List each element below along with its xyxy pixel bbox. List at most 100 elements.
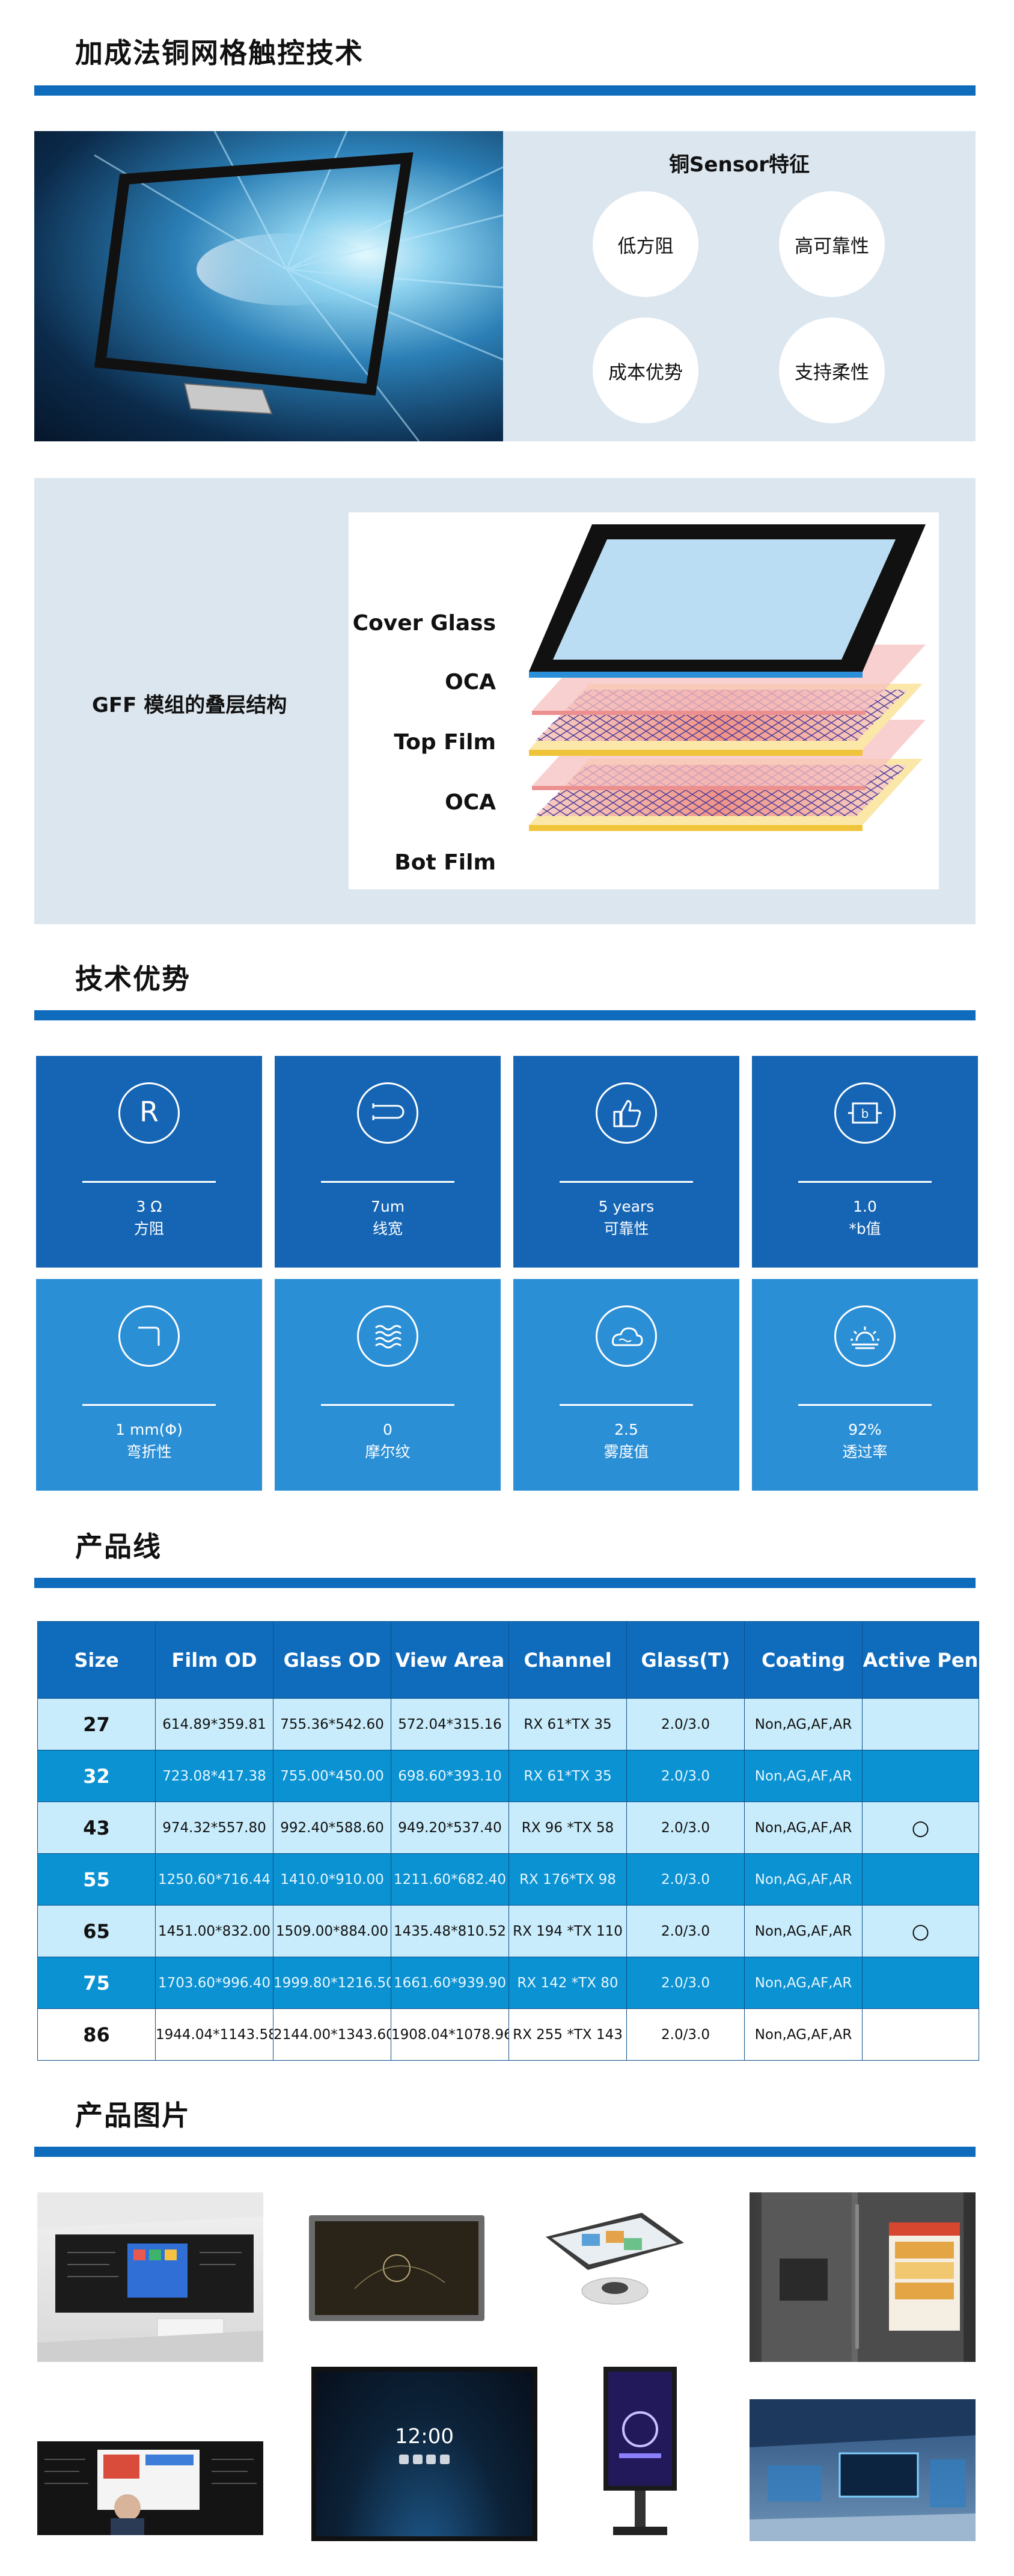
table-row: 86 1944.04*1143.58 2144.00*1343.60 1908.… <box>37 2008 979 2061</box>
table-header-row: Size Film OD Glass OD View Area Channel … <box>37 1621 979 1699</box>
tile-divider <box>82 1181 216 1183</box>
cell-glass-thickness: 2.0/3.0 <box>626 2008 745 2061</box>
app-icon <box>412 2455 423 2464</box>
tile-haze: 2.5 雾度值 <box>513 1279 739 1491</box>
app-icon <box>426 2455 436 2464</box>
cell-size: 32 <box>37 1750 156 1802</box>
cell-size: 65 <box>37 1905 156 1957</box>
thumbs-up-icon <box>596 1082 657 1144</box>
cell-coating: Non,AG,AF,AR <box>744 2008 863 2061</box>
cell-view-area: 1435.48*810.52 <box>391 1905 509 1957</box>
col-size: Size <box>37 1621 156 1699</box>
section-divider <box>34 1578 976 1588</box>
tile-b-value: b 1.0 *b值 <box>752 1056 978 1268</box>
cell-channel: RX 142 *TX 80 <box>509 1957 627 2009</box>
haze-cloud-icon <box>596 1305 657 1367</box>
sun-transmittance-icon <box>834 1305 896 1367</box>
cell-channel: RX 255 *TX 143 <box>509 2008 627 2061</box>
cell-film-od: 1250.60*716.44 <box>155 1853 273 1906</box>
cell-active-pen: ○ <box>862 1905 979 1957</box>
tile-divider <box>82 1404 216 1406</box>
b-value-icon: b <box>834 1082 896 1144</box>
cell-film-od: 1703.60*996.40 <box>155 1957 273 2009</box>
table-row: 32 723.08*417.38 755.00*450.00 698.60*39… <box>37 1750 979 1802</box>
tile-label: 雾度值 <box>603 1443 649 1461</box>
moire-waves-icon <box>357 1305 418 1367</box>
feature-low-resistance: 低方阻 <box>593 191 698 297</box>
cell-glass-thickness: 2.0/3.0 <box>626 1750 745 1802</box>
tile-transmittance: 92% 透过率 <box>752 1279 978 1491</box>
cell-channel: RX 61*TX 35 <box>509 1750 627 1802</box>
table-row: 65 1451.00*832.00 1509.00*884.00 1435.48… <box>37 1905 979 1957</box>
cell-view-area: 1908.04*1078.96 <box>391 2008 509 2061</box>
cell-active-pen <box>862 1750 979 1802</box>
cell-glass-thickness: 2.0/3.0 <box>626 1905 745 1957</box>
cell-glass-od: 755.00*450.00 <box>273 1750 391 1802</box>
cell-coating: Non,AG,AF,AR <box>744 1698 863 1750</box>
col-glass-thickness: Glass(T) <box>626 1621 745 1699</box>
col-active-pen: Active Pen <box>862 1621 979 1699</box>
cell-film-od: 723.08*417.38 <box>155 1750 273 1802</box>
tile-label: 弯折性 <box>126 1443 172 1461</box>
col-glass-od: Glass OD <box>273 1621 391 1699</box>
cell-glass-od: 2144.00*1343.60 <box>273 2008 391 2061</box>
cell-film-od: 1944.04*1143.58 <box>155 2008 273 2061</box>
section-title-product-photos: 产品图片 <box>75 2099 191 2132</box>
cell-view-area: 698.60*393.10 <box>391 1750 509 1802</box>
tile-value: 1.0 <box>853 1198 877 1215</box>
section-title-product-line: 产品线 <box>75 1530 162 1563</box>
tile-value: 0 <box>383 1421 392 1438</box>
cell-coating: Non,AG,AF,AR <box>744 1802 863 1854</box>
cell-active-pen <box>862 2008 979 2061</box>
cell-size: 55 <box>37 1853 156 1906</box>
product-photo-showroom <box>750 2399 976 2541</box>
cell-active-pen <box>862 1698 979 1750</box>
stack-structure-label: GFF 模组的叠层结构 <box>92 693 287 717</box>
cell-active-pen <box>862 1853 979 1906</box>
product-photo-clock-display: 12:00 <box>311 2367 537 2541</box>
cell-active-pen <box>862 1957 979 2009</box>
display-screen <box>316 2372 533 2536</box>
product-photo-table-display <box>534 2201 696 2309</box>
cell-size: 43 <box>37 1802 156 1854</box>
product-photo-kiosk <box>595 2363 685 2544</box>
col-film-od: Film OD <box>155 1621 273 1699</box>
layer-oca-bottom: OCA <box>445 790 496 815</box>
tile-divider <box>321 1404 454 1406</box>
tile-divider <box>560 1181 693 1183</box>
tile-sheet-resistance: R 3 Ω 方阻 <box>36 1056 262 1268</box>
product-spec-table: Size Film OD Glass OD View Area Channel … <box>37 1621 979 2061</box>
col-coating: Coating <box>744 1621 863 1699</box>
tile-moire: 0 摩尔纹 <box>275 1279 501 1491</box>
cell-glass-thickness: 2.0/3.0 <box>626 1802 745 1854</box>
cell-view-area: 949.20*537.40 <box>391 1802 509 1854</box>
tile-value: 5 years <box>598 1198 655 1215</box>
touch-display-image <box>34 131 503 441</box>
cell-glass-thickness: 2.0/3.0 <box>626 1957 745 2009</box>
cell-size: 86 <box>37 2008 156 2061</box>
tile-divider <box>560 1404 693 1406</box>
product-photo-smart-fridge <box>750 2192 976 2362</box>
cell-view-area: 572.04*315.16 <box>391 1698 509 1750</box>
clock-readout: 12:00 <box>395 2424 454 2449</box>
tile-value: 1 mm(Φ) <box>115 1421 183 1438</box>
cell-channel: RX 194 *TX 110 <box>509 1905 627 1957</box>
tile-label: *b值 <box>849 1220 881 1237</box>
layer-top-film: Top Film <box>394 730 496 755</box>
tile-label: 线宽 <box>372 1220 403 1237</box>
tile-label: 可靠性 <box>603 1220 649 1237</box>
tile-value: 3 Ω <box>136 1198 162 1215</box>
tile-label: 摩尔纹 <box>365 1443 411 1461</box>
app-icon <box>399 2455 409 2464</box>
cell-size: 75 <box>37 1957 156 2009</box>
app-icon <box>439 2455 450 2464</box>
tile-divider <box>798 1181 932 1183</box>
cell-size: 27 <box>37 1698 156 1750</box>
layer-bot-film: Bot Film <box>394 850 496 875</box>
svg-text:b: b <box>861 1106 869 1121</box>
app-icons-row <box>399 2455 450 2464</box>
tile-bendability: 1 mm(Φ) 弯折性 <box>36 1279 262 1491</box>
cell-glass-od: 1999.80*1216.50 <box>273 1957 391 2009</box>
cell-film-od: 974.32*557.80 <box>155 1802 273 1854</box>
